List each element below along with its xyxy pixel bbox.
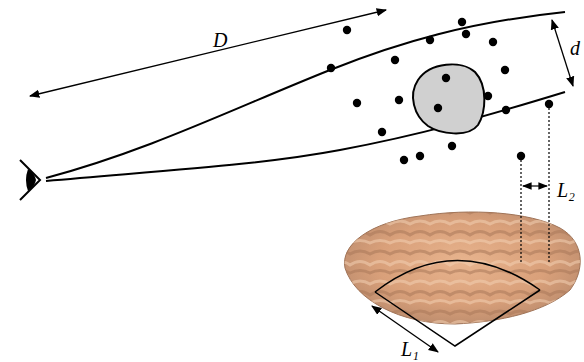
ripple	[330, 311, 584, 314]
tube-upper	[46, 12, 565, 178]
particle	[391, 56, 399, 64]
particle	[545, 100, 553, 108]
particle	[442, 74, 450, 82]
particle	[395, 96, 403, 104]
ripple	[330, 291, 584, 295]
particle	[400, 156, 408, 164]
particle	[501, 66, 509, 74]
ripple	[330, 281, 584, 284]
ripple	[330, 221, 584, 224]
particle	[343, 26, 351, 34]
particle	[517, 152, 525, 160]
particle	[353, 99, 361, 107]
dimension-label: L₁	[400, 339, 420, 359]
d-small-arrow	[552, 20, 573, 86]
ripple	[330, 271, 584, 275]
ripple	[330, 321, 584, 325]
drop-line	[520, 160, 521, 262]
terrain-ripples	[330, 211, 584, 326]
arc	[375, 260, 540, 292]
particle	[448, 142, 456, 150]
tube-lower	[46, 92, 565, 181]
terrain-surface	[344, 212, 580, 324]
dimension-label: L₂	[556, 180, 576, 200]
drop-line	[548, 108, 549, 262]
width-label: d	[569, 38, 581, 58]
particle	[462, 30, 470, 38]
distance-label: D	[212, 30, 228, 50]
particle	[378, 128, 386, 136]
ripple	[330, 231, 584, 235]
eye-pupil	[26, 169, 36, 191]
particle	[434, 104, 442, 112]
sector-lines	[375, 290, 540, 346]
particle	[489, 38, 497, 46]
particles	[327, 18, 553, 164]
ripple	[330, 251, 584, 254]
particle	[416, 152, 424, 160]
particle	[426, 36, 434, 44]
particle	[458, 18, 466, 26]
cloud-blob	[413, 64, 484, 133]
l2-arrow	[523, 185, 547, 186]
d-arrow	[30, 10, 386, 96]
eye	[20, 160, 40, 200]
ripple	[330, 261, 584, 265]
ripple	[330, 211, 584, 215]
particle	[484, 92, 492, 100]
ripple	[330, 241, 584, 245]
particle	[502, 106, 510, 114]
ripple	[330, 301, 584, 305]
particle	[327, 64, 335, 72]
